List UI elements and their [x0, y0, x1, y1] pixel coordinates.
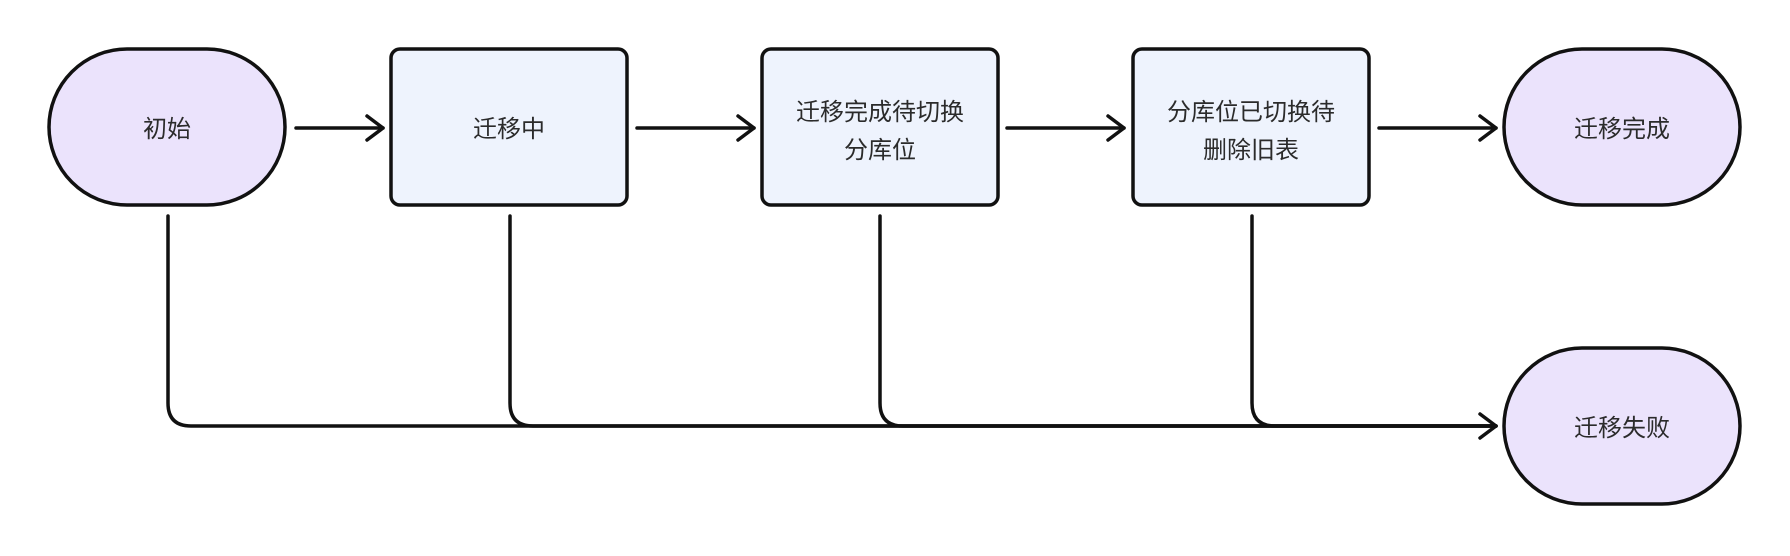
node-failed-label: 迁移失败 — [1574, 414, 1670, 442]
node-switched-pending-delete-label-line2: 删除旧表 — [1203, 136, 1299, 164]
edge-migrating-to-failed — [508, 214, 1498, 428]
node-switched-pending-delete-label-line1: 分库位已切换待 — [1167, 98, 1335, 126]
node-start-label: 初始 — [143, 115, 191, 143]
node-completed: 迁移完成 — [1502, 47, 1742, 207]
node-switched-pending-delete: 分库位已切换待 删除旧表 — [1131, 47, 1371, 207]
node-failed: 迁移失败 — [1502, 346, 1742, 506]
node-start: 初始 — [47, 47, 287, 207]
node-start-shape — [47, 47, 287, 207]
edge-start-to-failed — [166, 214, 1498, 440]
node-completed-label: 迁移完成 — [1574, 115, 1670, 143]
edge-pending-switch-to-failed — [878, 214, 1498, 428]
node-migrating: 迁移中 — [389, 47, 629, 207]
node-migrating-label: 迁移中 — [473, 115, 545, 143]
edge-pending-delete-to-failed — [1250, 214, 1498, 428]
node-migrated-pending-switch-label-line1: 迁移完成待切换 — [796, 98, 964, 126]
node-migrated-pending-switch-label-line2: 分库位 — [844, 136, 916, 164]
node-migrating-shape — [389, 47, 629, 207]
node-migrated-pending-switch: 迁移完成待切换 分库位 — [760, 47, 1000, 207]
node-switched-pending-delete-shape — [1131, 47, 1371, 207]
node-migrated-pending-switch-shape — [760, 47, 1000, 207]
node-failed-shape — [1502, 346, 1742, 506]
node-completed-shape — [1502, 47, 1742, 207]
